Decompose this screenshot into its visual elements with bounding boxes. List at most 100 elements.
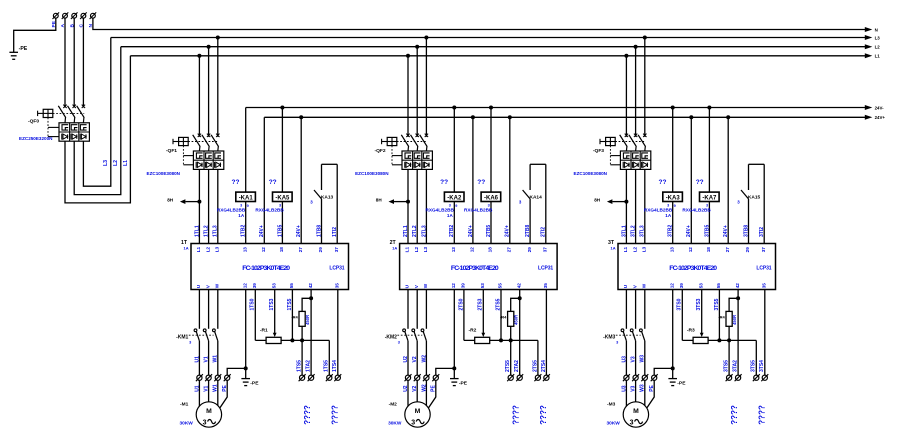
- svg-text:55: 55: [716, 283, 721, 289]
- svg-text:1TS5: 1TS5: [287, 298, 293, 310]
- svg-text:1A: 1A: [611, 246, 616, 251]
- svg-text:3T: 3T: [608, 240, 615, 246]
- svg-text:L1: L1: [123, 160, 129, 166]
- svg-text:U2: U2: [403, 356, 409, 363]
- svg-text:3: 3: [449, 203, 451, 207]
- svg-text:3TS5: 3TS5: [724, 360, 730, 372]
- svg-text:RXG4LB2BB: RXG4LB2BB: [464, 207, 493, 212]
- svg-text:-KM1: -KM1: [176, 335, 188, 341]
- svg-text:9: 9: [674, 204, 676, 208]
- svg-text:FC-102P3K0T4E20: FC-102P3K0T4E20: [242, 265, 290, 272]
- svg-text:12: 12: [451, 283, 456, 289]
- svg-text:3TB5: 3TB5: [704, 225, 710, 237]
- svg-text:1TS3: 1TS3: [269, 298, 275, 310]
- svg-text:2TB5: 2TB5: [486, 225, 492, 237]
- svg-text:3: 3: [411, 420, 415, 427]
- svg-text:RXG4LB2BB: RXG4LB2BB: [217, 207, 246, 212]
- svg-text:RXG4LB2BB: RXG4LB2BB: [644, 207, 673, 212]
- svg-text:W: W: [642, 283, 647, 288]
- svg-text:30KW: 30KW: [607, 421, 621, 427]
- svg-text:2TS5: 2TS5: [505, 360, 511, 372]
- svg-text:PE: PE: [649, 384, 655, 391]
- svg-text:LCP31: LCP31: [538, 265, 553, 271]
- svg-text:24V+: 24V+: [723, 225, 729, 237]
- svg-text:1TL2: 1TL2: [204, 225, 210, 237]
- svg-text:L3: L3: [642, 246, 647, 252]
- svg-text:L2: L2: [113, 160, 119, 166]
- svg-text:LCP31: LCP31: [756, 265, 771, 271]
- svg-text:3TS0: 3TS0: [677, 298, 683, 310]
- svg-text:W: W: [423, 283, 428, 288]
- svg-text:2TS0: 2TS0: [458, 298, 464, 310]
- svg-text:1TS0: 1TS0: [250, 298, 256, 310]
- svg-text:1A: 1A: [392, 246, 397, 251]
- svg-text:U1: U1: [194, 385, 200, 392]
- svg-text:W1: W1: [213, 355, 219, 363]
- svg-text:1T: 1T: [181, 240, 188, 246]
- svg-text:-QF0: -QF0: [28, 118, 39, 124]
- svg-text:3: 3: [737, 200, 740, 205]
- svg-text:L3: L3: [103, 160, 109, 166]
- svg-text:12: 12: [470, 247, 475, 253]
- svg-text:9: 9: [455, 204, 457, 208]
- svg-text:W1: W1: [213, 384, 219, 392]
- svg-text:27: 27: [507, 247, 512, 253]
- svg-text:18: 18: [706, 247, 711, 253]
- svg-text:29: 29: [745, 247, 750, 253]
- svg-text:V: V: [632, 284, 637, 288]
- svg-text:C: C: [79, 24, 85, 28]
- svg-text:9: 9: [247, 204, 249, 208]
- svg-text:-QF2: -QF2: [375, 148, 386, 154]
- svg-text:3: 3: [203, 420, 207, 427]
- svg-text:????: ????: [512, 405, 521, 425]
- svg-text:??: ??: [659, 179, 667, 186]
- svg-text:1A: 1A: [665, 213, 672, 218]
- svg-text:1A: 1A: [238, 213, 245, 218]
- svg-text:PE: PE: [222, 384, 228, 391]
- svg-text:3TS4: 3TS4: [759, 360, 765, 372]
- svg-text:1TS4: 1TS4: [332, 360, 338, 372]
- svg-text:3TS5: 3TS5: [714, 298, 720, 310]
- svg-text:12: 12: [261, 247, 266, 253]
- svg-text:35: 35: [543, 283, 548, 289]
- svg-text:13: 13: [669, 247, 674, 253]
- svg-text:-KA15: -KA15: [746, 195, 760, 201]
- svg-text:8H: 8H: [376, 198, 383, 203]
- svg-text:42: 42: [735, 283, 740, 289]
- svg-text:24V+: 24V+: [505, 225, 511, 237]
- svg-text:12: 12: [669, 283, 674, 289]
- svg-text:-PE: -PE: [250, 381, 259, 387]
- svg-text:W2: W2: [421, 355, 427, 363]
- svg-text:V1: V1: [204, 356, 210, 362]
- svg-text:27: 27: [725, 247, 730, 253]
- svg-text:450R: 450R: [732, 315, 737, 325]
- svg-text:-R4: -R4: [718, 315, 725, 320]
- svg-text:3TI2: 3TI2: [759, 227, 765, 237]
- svg-text:RXG4LB2BB: RXG4LB2BB: [255, 207, 284, 212]
- svg-text:??: ??: [440, 179, 448, 186]
- svg-text:42: 42: [516, 283, 521, 289]
- svg-text:24V+: 24V+: [875, 115, 886, 120]
- svg-text:13: 13: [451, 247, 456, 253]
- svg-text:U: U: [623, 284, 628, 288]
- svg-text:RXG4LB2BB: RXG4LB2BB: [426, 207, 455, 212]
- svg-text:LCP31: LCP31: [329, 265, 344, 271]
- svg-text:42: 42: [308, 283, 313, 289]
- svg-text:U2: U2: [403, 385, 409, 392]
- svg-text:-R4: -R4: [291, 315, 298, 320]
- svg-text:-R1: -R1: [260, 327, 268, 333]
- svg-text:37: 37: [334, 247, 339, 253]
- svg-text:U: U: [196, 284, 201, 288]
- svg-text:W: W: [215, 283, 220, 288]
- svg-text:M: M: [633, 408, 639, 415]
- svg-text:39: 39: [461, 283, 466, 289]
- svg-text:L1: L1: [405, 246, 410, 252]
- svg-text:24V+: 24V+: [468, 225, 474, 237]
- svg-text:N: N: [875, 27, 878, 32]
- svg-text:PE: PE: [431, 384, 437, 391]
- svg-text:2TL2: 2TL2: [412, 225, 418, 237]
- svg-text:30KW: 30KW: [180, 421, 194, 427]
- svg-text:18: 18: [488, 247, 493, 253]
- svg-text:37: 37: [543, 247, 548, 253]
- svg-text:3TL1: 3TL1: [621, 225, 627, 237]
